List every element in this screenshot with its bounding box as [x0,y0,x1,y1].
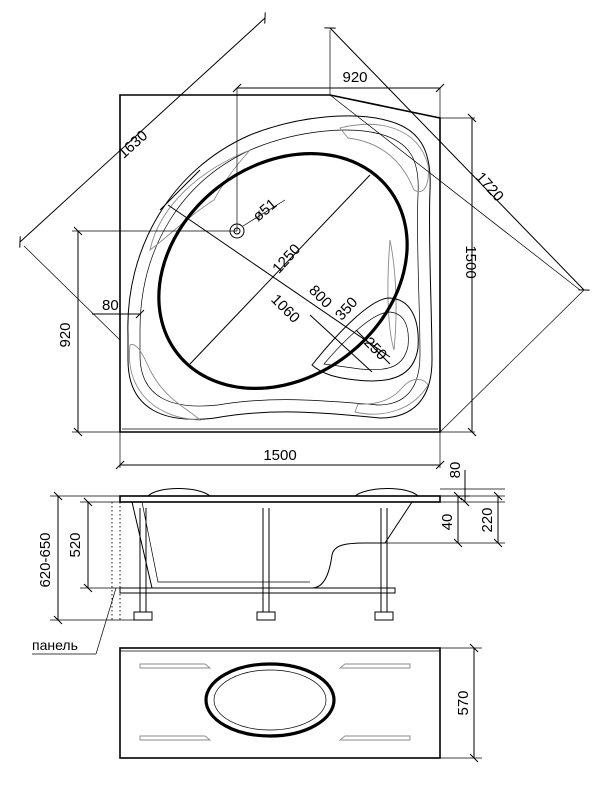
dim-1500-bottom: 1500 [263,447,296,464]
front-view: 620-650 520 80 40 220 панель [32,462,505,655]
top-view: 1630 1720 920 1500 920 1500 80 1250 800 … [19,12,590,470]
dim-520: 520 [67,532,84,557]
dim-920-top: 920 [342,69,367,86]
dim-620-650: 620-650 [37,532,54,587]
dim-800: 800 [305,282,335,312]
panel-outline [119,647,441,759]
dim-350: 350 [332,294,361,324]
dim-920-left: 920 [57,322,74,347]
seat [311,297,419,382]
dim-40-rim: 40 [439,514,456,531]
panel-view: 570 [119,643,482,763]
dim-570: 570 [455,690,472,715]
panel-label: панель [32,637,78,653]
dim-1250: 1250 [269,241,304,277]
tub-body [131,501,413,589]
dim-80-inner: 80 [102,297,119,314]
dim-220-rim: 220 [479,507,496,532]
dim-drain: ø51 [250,195,281,225]
dim-1720: 1720 [472,169,507,205]
dim-80-rim: 80 [447,462,464,479]
panel-oval [204,662,336,738]
dim-1060: 1060 [267,291,303,327]
dim-1500-right: 1500 [462,245,479,278]
